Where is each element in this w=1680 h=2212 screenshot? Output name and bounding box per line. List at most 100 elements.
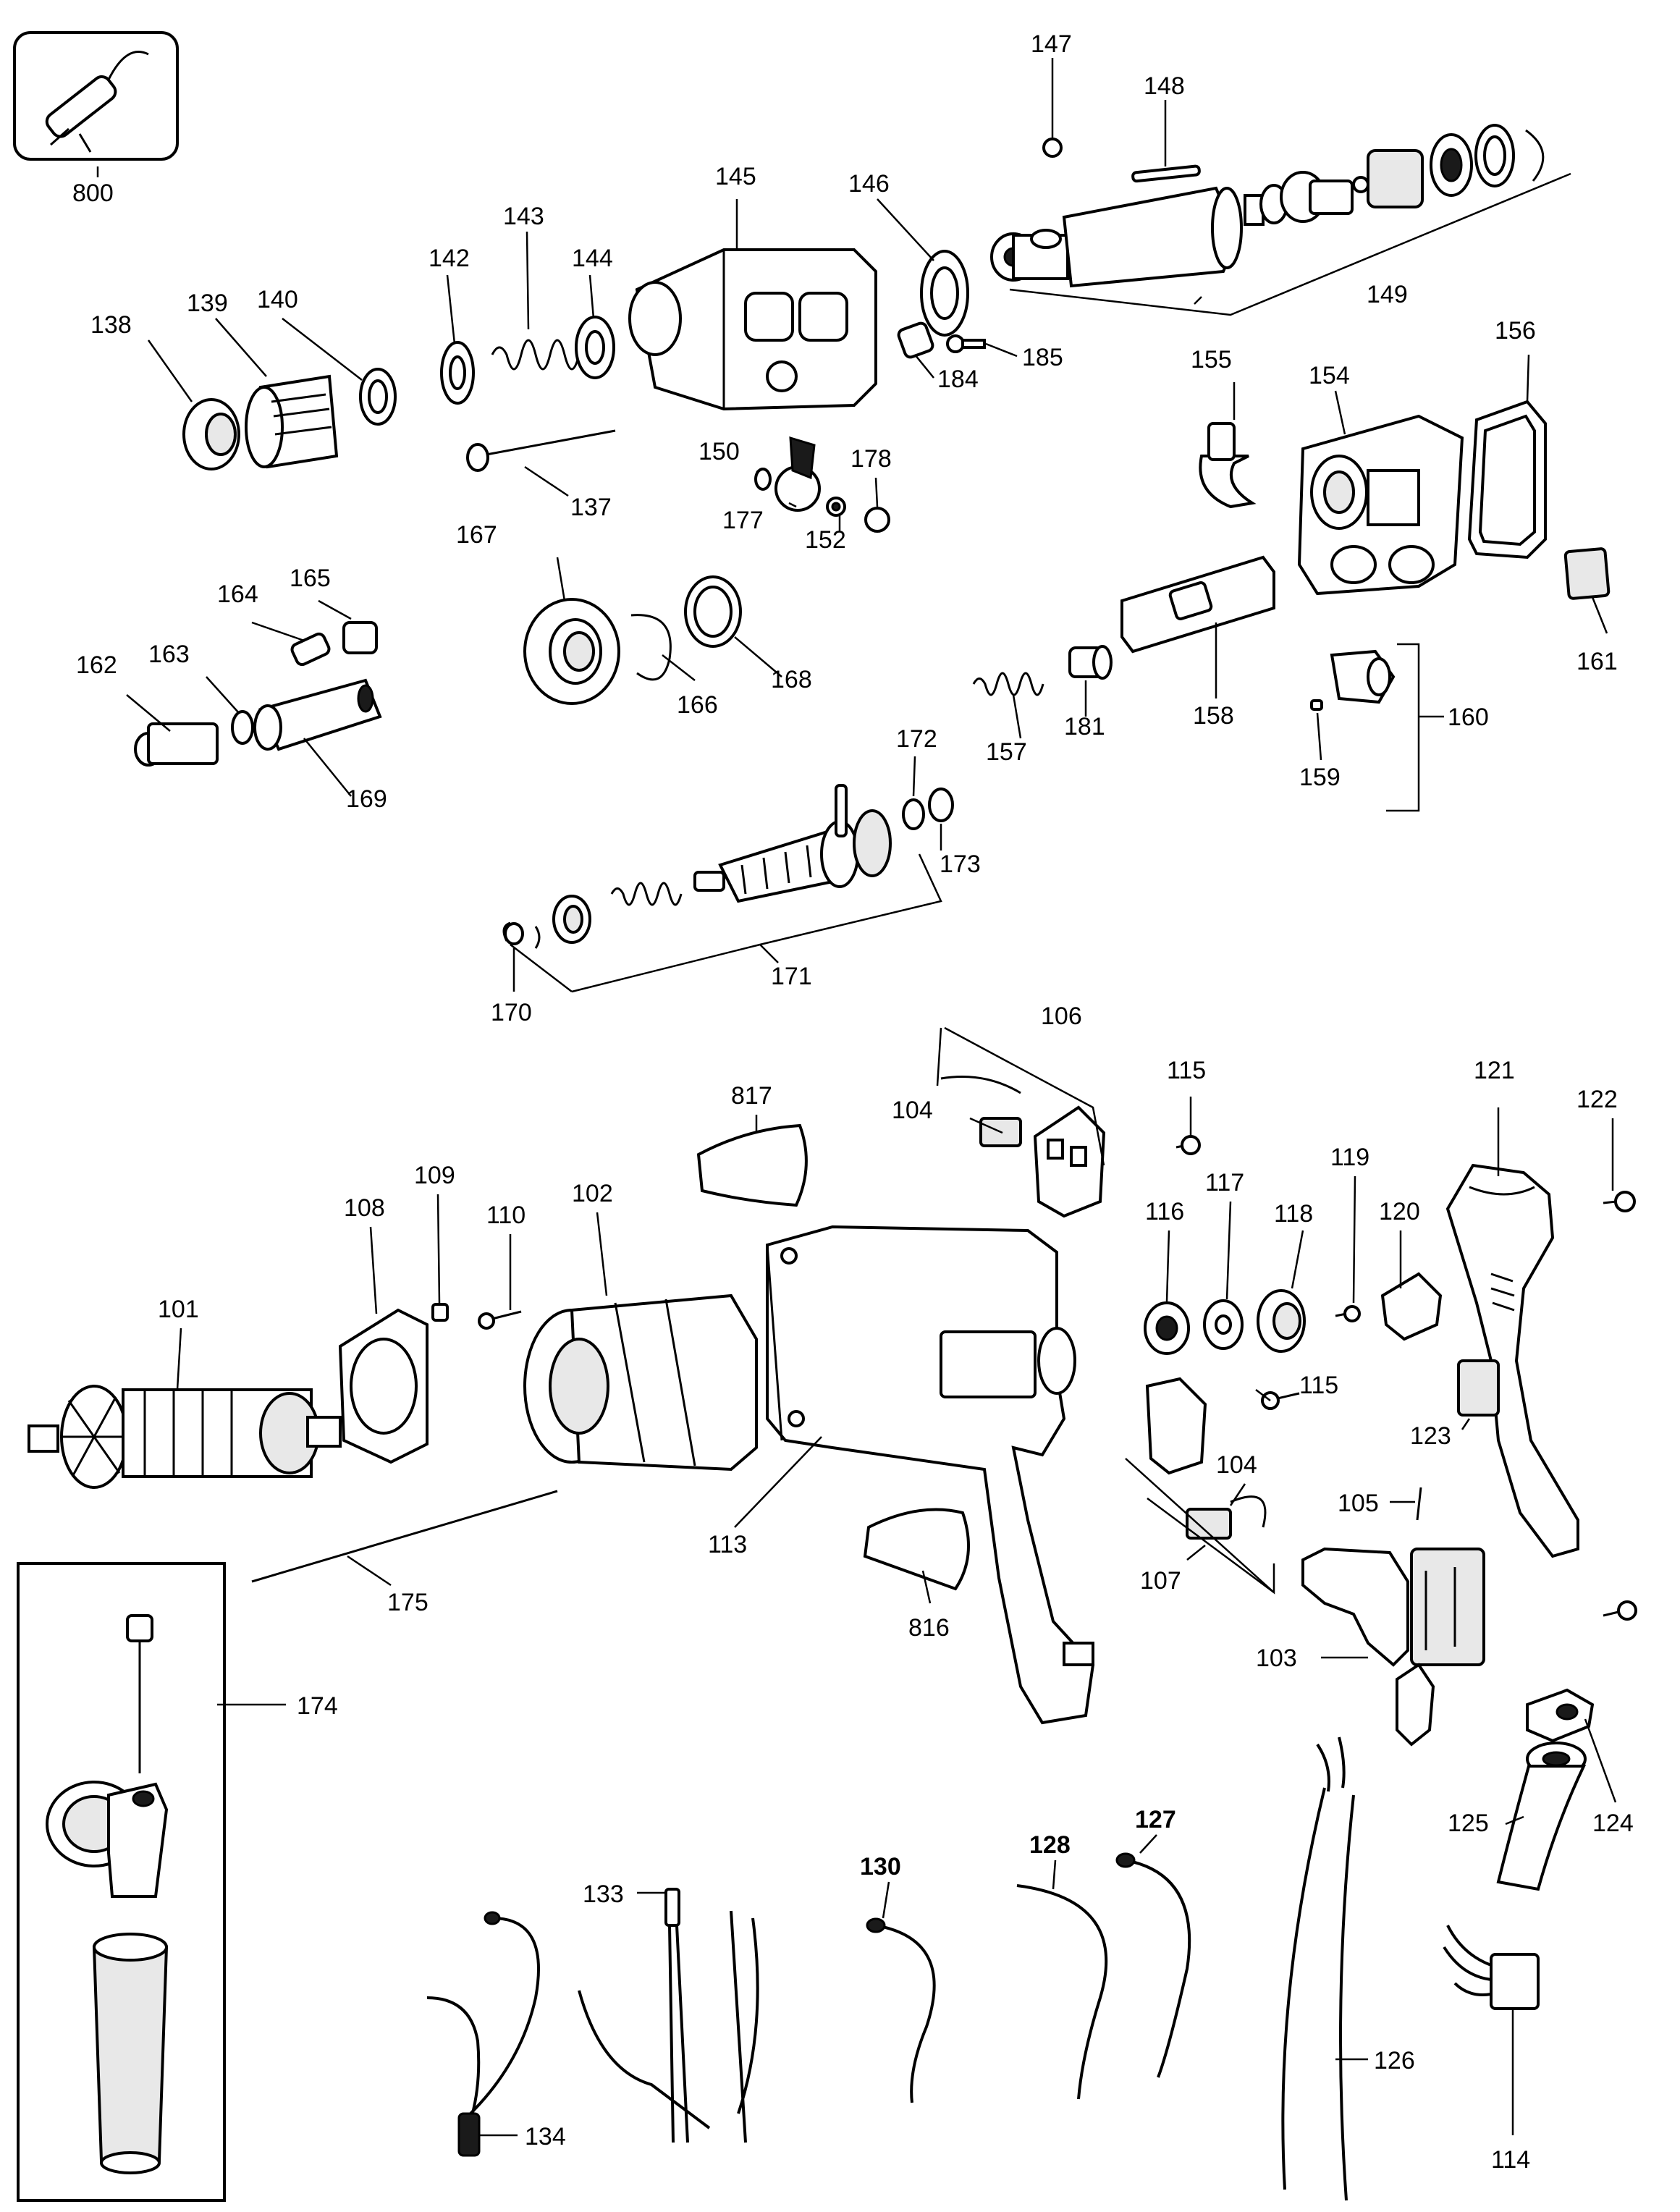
- label-168: 168: [771, 666, 812, 693]
- label-125: 125: [1448, 1810, 1489, 1837]
- label-102: 102: [572, 1180, 613, 1207]
- part-172-washer: [902, 798, 925, 830]
- part-134-lead: [426, 1911, 540, 2157]
- label-149: 149: [1367, 281, 1408, 308]
- label-108: 108: [344, 1194, 385, 1222]
- label-158: 158: [1193, 702, 1234, 730]
- part-145-gear-housing: [628, 248, 877, 411]
- label-142: 142: [429, 245, 470, 272]
- part-125-cord-protector: [1496, 1742, 1587, 1891]
- label-123: 123: [1410, 1422, 1451, 1450]
- part-159-pin: [1310, 699, 1323, 711]
- part-174-side-handle: [17, 1562, 226, 2202]
- label-124: 124: [1592, 1810, 1634, 1837]
- label-150: 150: [698, 438, 740, 465]
- part-115-screw-top: [1175, 1135, 1201, 1155]
- part-108-baffle: [338, 1308, 429, 1464]
- label-170: 170: [491, 999, 532, 1026]
- label-130: 130: [860, 1853, 901, 1880]
- label-134: 134: [525, 2123, 566, 2150]
- part-170-circlip: [502, 921, 511, 942]
- label-165: 165: [290, 565, 331, 592]
- label-161: 161: [1576, 648, 1618, 675]
- label-178: 178: [850, 445, 892, 473]
- label-817: 817: [731, 1082, 772, 1110]
- label-175: 175: [387, 1589, 429, 1616]
- part-119-screw: [1335, 1305, 1361, 1322]
- label-128: 128: [1029, 1831, 1071, 1859]
- label-122: 122: [1576, 1086, 1618, 1113]
- label-115b: 115: [1299, 1372, 1338, 1399]
- part-149-spindle: [990, 124, 1545, 288]
- label-800: 800: [72, 180, 114, 207]
- part-113-motor-housing: [766, 1225, 1095, 1725]
- part-139-sleeve: [245, 374, 339, 469]
- part-146-washer: [920, 250, 969, 337]
- part-158-slide-plate: [1120, 555, 1275, 654]
- label-140: 140: [257, 286, 298, 313]
- label-181: 181: [1064, 713, 1105, 740]
- part-156-gasket: [1467, 400, 1547, 560]
- part-102-field: [523, 1293, 758, 1472]
- part-142-plate: [440, 341, 475, 405]
- label-144: 144: [572, 245, 613, 272]
- part-184-bracket: [897, 321, 934, 359]
- part-123-capacitor: [1457, 1359, 1500, 1417]
- part-177-selector: [774, 436, 821, 512]
- label-163: 163: [148, 641, 190, 668]
- label-816: 816: [908, 1614, 950, 1642]
- part-167-gear: [523, 598, 620, 705]
- part-178-cap: [864, 507, 890, 533]
- part-140-ring: [359, 368, 397, 426]
- label-110: 110: [486, 1202, 525, 1229]
- part-120-bracket: [1380, 1272, 1443, 1341]
- part-118-cup: [1257, 1289, 1306, 1353]
- label-145: 145: [715, 163, 756, 190]
- part-105-pin: [1416, 1487, 1422, 1521]
- part-163-ring: [231, 710, 254, 745]
- part-171-shaft: [504, 784, 892, 949]
- part-164-sleeve: [290, 632, 331, 667]
- label-160: 160: [1448, 704, 1489, 731]
- part-124-clamp: [1526, 1688, 1595, 1743]
- label-107: 107: [1140, 1567, 1181, 1595]
- label-113: 113: [708, 1531, 747, 1558]
- label-185: 185: [1022, 344, 1063, 371]
- part-147-ball: [1042, 138, 1063, 158]
- label-137: 137: [570, 494, 612, 521]
- label-126: 126: [1374, 2047, 1415, 2074]
- label-104a: 104: [892, 1097, 933, 1124]
- label-138: 138: [90, 311, 132, 339]
- part-817-badge: [696, 1123, 808, 1207]
- label-139: 139: [187, 290, 228, 317]
- part-117-washer: [1203, 1299, 1244, 1350]
- part-173-washer: [928, 788, 954, 822]
- label-105: 105: [1338, 1490, 1379, 1517]
- part-181-sleeve: [1068, 645, 1113, 680]
- label-147: 147: [1031, 30, 1072, 58]
- part-800-inset: [13, 31, 179, 161]
- part-114-filter: [1443, 1925, 1540, 2010]
- part-152-screw: [826, 497, 846, 517]
- part-115-screw-mid: [1261, 1391, 1300, 1410]
- part-169-cylinder: [253, 678, 382, 751]
- label-173: 173: [940, 850, 981, 878]
- part-816-badge: [863, 1508, 970, 1591]
- part-175-rod: [251, 1490, 558, 1583]
- part-103-side-screw: [1603, 1600, 1637, 1621]
- part-165-nut: [342, 621, 378, 654]
- part-122-screw: [1603, 1191, 1636, 1212]
- leader-lines: [96, 58, 1617, 2137]
- part-128-wire: [1016, 1884, 1108, 2100]
- label-166: 166: [677, 691, 718, 719]
- label-120: 120: [1379, 1198, 1420, 1225]
- part-101-armature: [28, 1385, 342, 1489]
- label-154: 154: [1309, 362, 1350, 389]
- label-167: 167: [456, 521, 497, 549]
- part-110-screw: [478, 1310, 522, 1330]
- label-169: 169: [346, 785, 387, 813]
- label-157: 157: [986, 738, 1027, 766]
- label-118: 118: [1274, 1200, 1313, 1228]
- part-labels: 800 147 148 145 146 143 142 144 149 185 …: [72, 30, 1634, 2174]
- part-185-screw: [946, 334, 986, 353]
